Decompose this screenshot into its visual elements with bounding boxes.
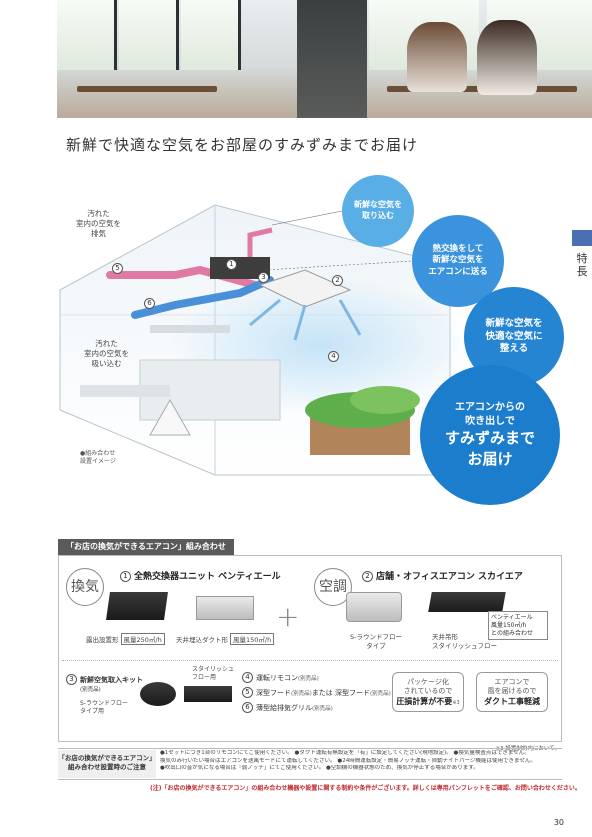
aircon-label: 空調	[314, 568, 352, 606]
caution-box	[58, 748, 562, 780]
ventilation-label: 換気	[66, 568, 104, 606]
window-pane	[119, 0, 179, 70]
plus-sign: +	[276, 600, 300, 633]
merit-less-duct-work: エアコンで 風を届けるので ダクト工事軽減	[476, 672, 548, 712]
diagram-marker: 6	[144, 298, 155, 309]
cafe-table	[77, 86, 217, 92]
room-illustration	[59, 204, 470, 476]
woman-right	[477, 20, 537, 95]
red-caution-note: (注)「お店の換気ができるエアコン」の組み合わせ機器や設置に関する制約や条件がご…	[150, 785, 581, 792]
section-divider	[62, 660, 558, 661]
variant-round-flow: S-ラウンドフロー タイプ	[350, 633, 402, 650]
cafe-photo	[57, 0, 592, 118]
kit-type-round: S-ラウンドフロー タイプ用	[80, 700, 128, 716]
ventilation-diagram: 1 2 3 4 5 6 汚れた 室内の空気を 排気 汚れた 室内の空気を 吸い込…	[40, 175, 580, 520]
diagram-marker: 5	[112, 263, 123, 274]
diagram-marker: 4	[328, 351, 339, 362]
section-tab-label: 特長	[576, 252, 588, 278]
bubble-heat-exchange: 熱交換をして新鮮な空気をエアコンに送る	[412, 215, 504, 307]
exhaust-callout: 汚れた 室内の空気を 排気	[76, 209, 121, 239]
section-tab-marker	[572, 230, 592, 246]
diagram-marker: 1	[226, 259, 237, 270]
page-headline: 新鮮で快適な空気をお部屋のすみずみまでお届け	[66, 136, 419, 154]
caution-heading: 「お店の換気ができるエアコン」 組み合わせ設置時のご注意	[58, 750, 156, 778]
kit-stylish-image	[184, 686, 232, 702]
round-flow-cassette-image	[346, 592, 402, 622]
woman-left	[407, 22, 467, 92]
footnote-3: ※3 設置制約内において。	[495, 746, 560, 752]
diagram-marker: 2	[332, 275, 343, 286]
installation-image-note: ●組み合わせ 設置イメージ	[80, 450, 116, 465]
ceiling-suspended-unit-image	[428, 592, 506, 612]
merit-no-pressure-calc: パッケージ化 されているので 圧損計算が不要※3	[392, 672, 464, 712]
kit-type-stylish: スタイリッシュ フロー用	[192, 666, 235, 682]
page-number: 30	[553, 818, 564, 827]
diagram-marker: 3	[258, 272, 269, 283]
window-pane	[57, 0, 117, 70]
variant-floor: 露出設置形風量250㎥/h	[86, 633, 165, 645]
combination-section-title: 「お店の換気ができるエアコン」組み合わせ	[58, 539, 234, 555]
wall-column	[297, 0, 367, 118]
fresh-air-kit-sub: (別売品)	[80, 687, 101, 693]
ventiair-combination-note: ベンティエール 風量150㎥/h との組み合わせ	[488, 611, 548, 641]
variant-ceiling: 天井吊形 スタイリッシュフロー	[432, 633, 497, 650]
duct-unit-image	[196, 596, 254, 620]
window-pane	[181, 0, 241, 70]
kit-round-image	[140, 682, 176, 706]
bubble-intake-fresh-air: 新鮮な空気を取り込む	[342, 175, 414, 247]
intake-callout: 汚れた 室内の空気を 吸い込む	[84, 339, 129, 369]
floor-unit-image	[106, 592, 168, 620]
variant-duct: 天井埋込ダクト形風量150㎥/h	[176, 633, 275, 645]
bubble-deliver-air: エアコンからの吹き出しで すみずみまでお届け	[420, 365, 560, 505]
caution-text: ●1セットにつき1台のリモコンにてご使用ください。 ●ダクト運転有無設定を「有」…	[160, 750, 536, 772]
